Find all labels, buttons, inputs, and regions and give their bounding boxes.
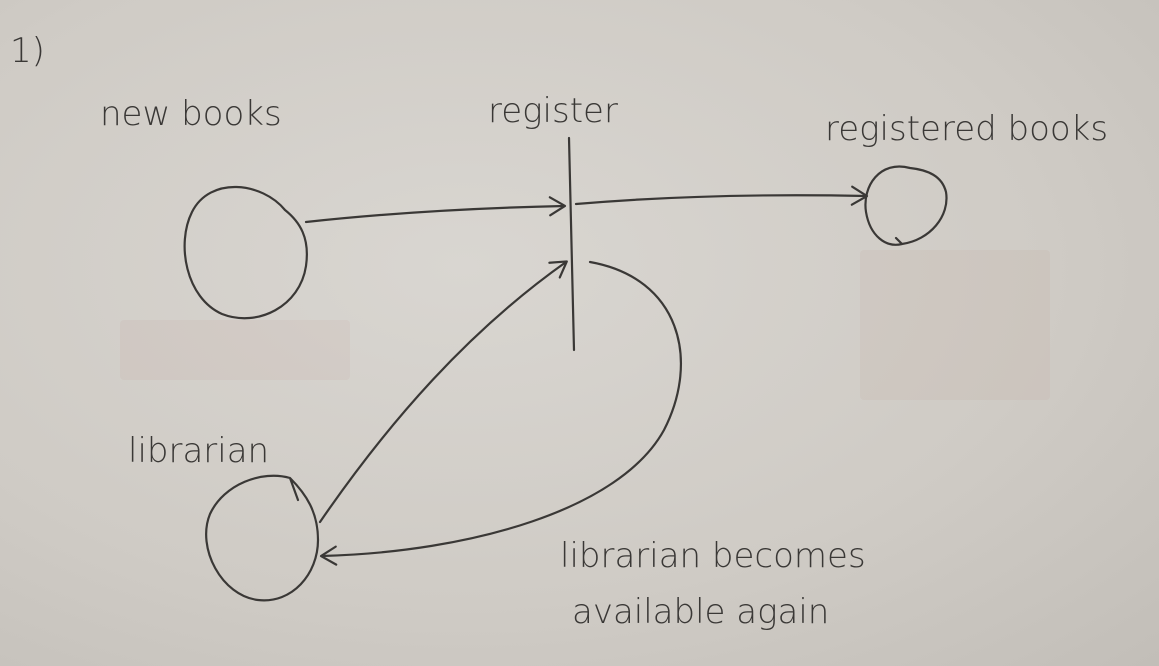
- place-new-books: [183, 185, 308, 320]
- arc-note-line-2: available again: [572, 592, 829, 632]
- place-label-registered-books: registered books: [825, 109, 1108, 149]
- arc-librarian-to-register: [318, 260, 568, 524]
- paper-shadow: [860, 250, 1050, 400]
- transition-register: [567, 136, 576, 352]
- place-registered-books: [864, 165, 948, 246]
- arc-note-line-1: librarian becomes: [560, 536, 866, 576]
- place-librarian: [205, 474, 320, 602]
- arc-register-back-to-librarian: [319, 260, 683, 566]
- transition-label-register: register: [488, 91, 618, 131]
- paper-shadow: [120, 320, 350, 380]
- problem-number: 1): [10, 31, 45, 71]
- place-label-librarian: librarian: [128, 431, 269, 471]
- arc-new-books-to-register: [304, 196, 567, 224]
- arc-register-to-registered-books: [574, 185, 869, 206]
- place-label-new-books: new books: [100, 94, 282, 134]
